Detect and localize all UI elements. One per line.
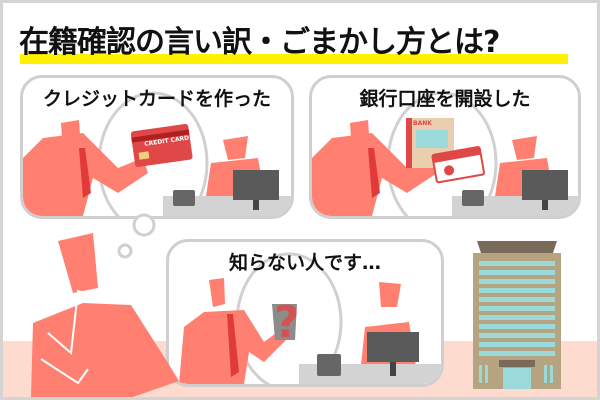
bank-building-icon: BANK bbox=[406, 118, 454, 168]
office-scene: BANK bbox=[312, 91, 578, 216]
monitor-icon bbox=[522, 170, 568, 200]
monitor-icon bbox=[367, 332, 419, 362]
monitor-icon bbox=[233, 170, 279, 200]
speech-bubble-credit-card: クレジットカードを作った CREDIT CARD bbox=[20, 75, 294, 219]
page-title: 在籍確認の言い訳・ごまかし方とは? bbox=[19, 25, 500, 60]
credit-card-icon: CREDIT CARD bbox=[130, 123, 193, 167]
phone-receiver bbox=[272, 304, 297, 340]
bubble-text: 銀行口座を開設した bbox=[359, 88, 531, 110]
phone-icon bbox=[173, 190, 195, 206]
title-highlight bbox=[20, 54, 568, 64]
office-scene: CREDIT CARD bbox=[23, 91, 291, 216]
thought-dots bbox=[117, 213, 156, 259]
office-scene: ? bbox=[179, 252, 441, 384]
bubble-text: 知らない人です… bbox=[228, 252, 381, 274]
svg-text:BANK: BANK bbox=[413, 120, 432, 127]
office-building-icon bbox=[473, 241, 561, 389]
bankbook-icon bbox=[431, 146, 485, 184]
tie-icon bbox=[79, 148, 91, 198]
tie-icon bbox=[368, 148, 380, 198]
question-mark-icon: ? bbox=[274, 297, 300, 348]
speech-bubble-unknown-person: 知らない人です… ? bbox=[166, 239, 444, 387]
speech-bubble-bank-account: 銀行口座を開設した BANK bbox=[309, 75, 581, 219]
tie-icon bbox=[227, 314, 239, 377]
bubble-text: クレジットカードを作った bbox=[42, 88, 271, 110]
phone-icon bbox=[317, 354, 341, 376]
phone-icon bbox=[462, 190, 484, 206]
